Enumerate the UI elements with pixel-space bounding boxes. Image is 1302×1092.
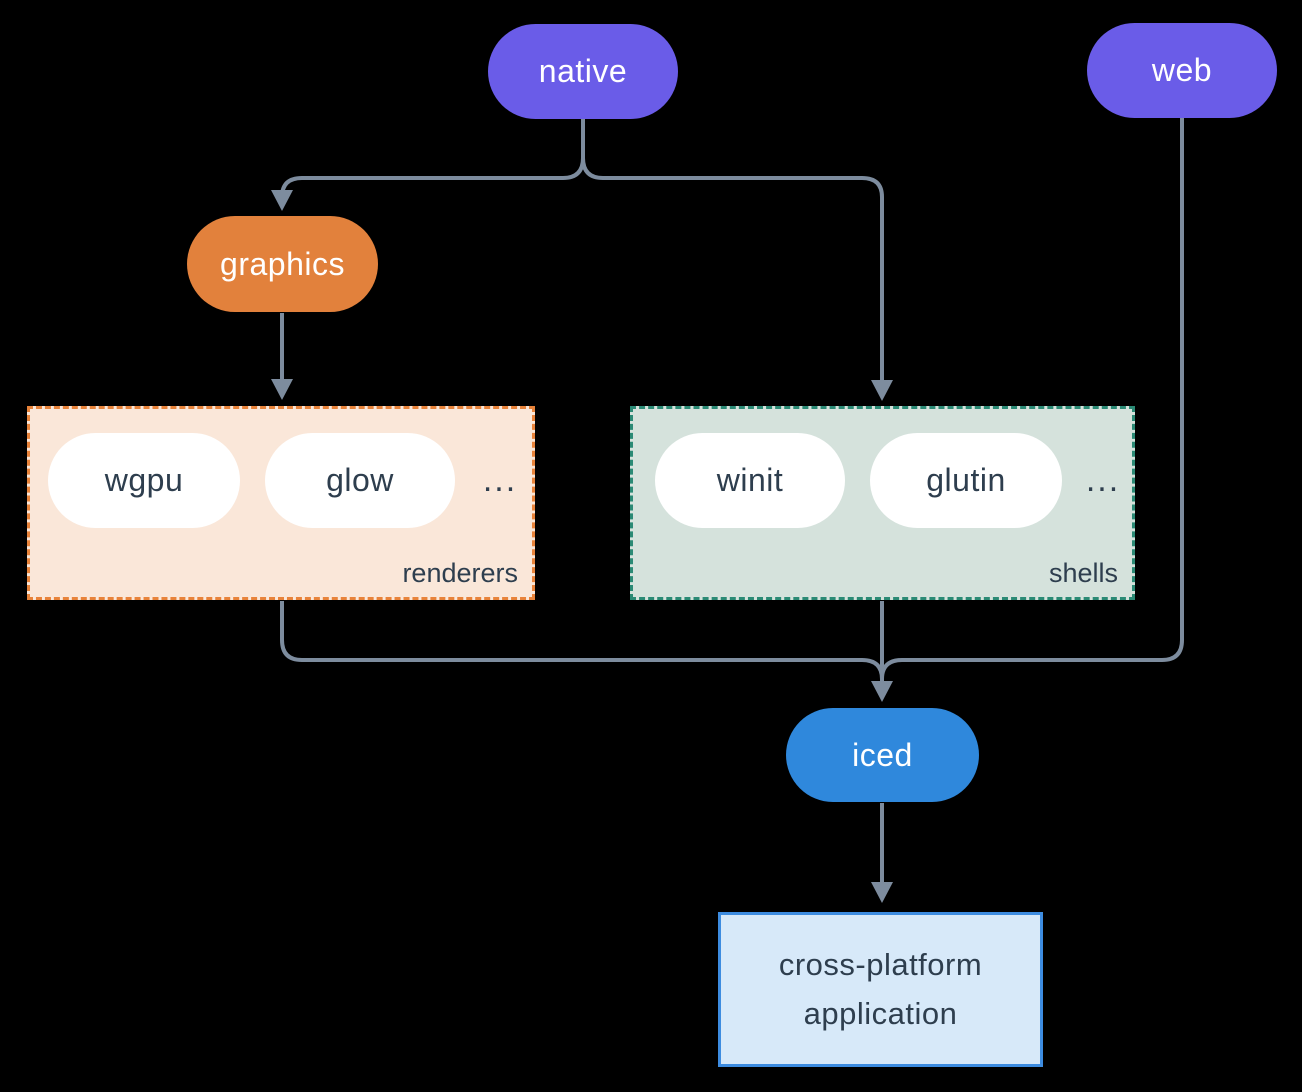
node-native: native [488,24,678,119]
node-iced: iced [786,708,979,802]
node-wgpu-label: wgpu [104,462,184,498]
group-shells: winit glutin ... shells [630,406,1135,600]
edge-web-to-iced [880,118,1184,680]
group-renderers: wgpu glow ... renderers [27,406,535,600]
node-winit-label: winit [716,462,784,498]
node-iced-label: iced [852,736,913,773]
node-web: web [1087,23,1277,118]
renderers-ellipsis: ... [482,461,518,499]
shells-ellipsis: ... [1085,461,1121,499]
edge-renderers-to-iced [280,601,884,680]
edge-native-to-shells [581,119,884,382]
node-glow: glow [265,433,455,528]
arrowhead-renderers [271,379,293,400]
renderers-group-label: renderers [402,558,518,588]
arrowhead-iced [871,681,893,702]
node-native-label: native [538,53,628,89]
node-wgpu: wgpu [48,433,240,528]
arrowhead-graphics [271,190,293,211]
shells-group-label: shells [1048,558,1118,588]
node-glow-label: glow [326,462,394,498]
node-graphics-label: graphics [220,245,345,282]
arrowhead-shells [871,380,893,401]
application-label-line2: application [803,995,958,1031]
node-graphics: graphics [187,216,378,312]
node-winit: winit [655,433,845,528]
application-label-line1: cross-platform [778,947,983,983]
node-cross-platform-application: cross-platform application [718,912,1043,1067]
arrowhead-application [871,882,893,903]
node-glutin-label: glutin [926,462,1006,498]
node-glutin: glutin [870,433,1062,528]
node-web-label: web [1151,52,1213,88]
edge-native-to-graphics [280,119,585,199]
